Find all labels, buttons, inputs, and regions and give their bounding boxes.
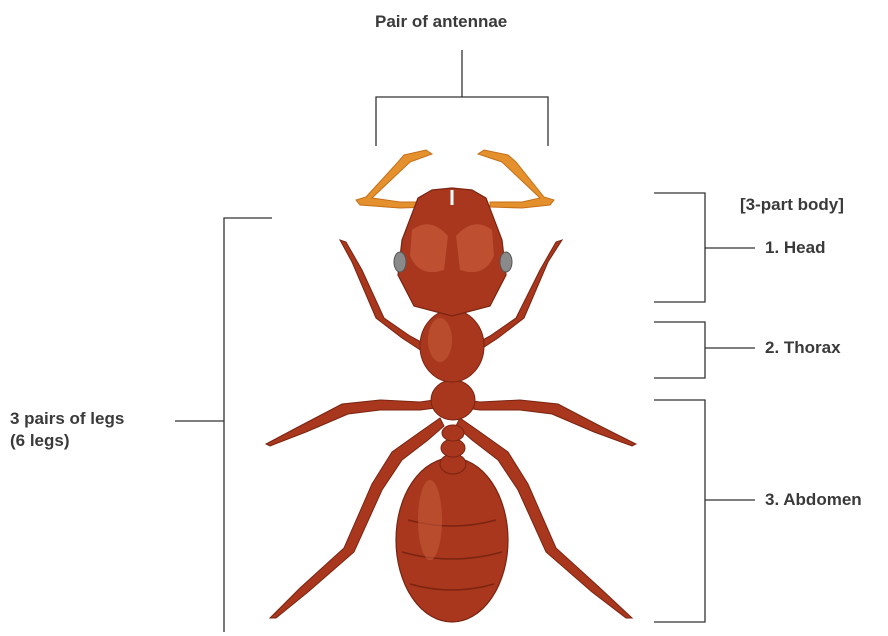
label-antennae: Pair of antennae: [375, 11, 507, 33]
label-head: 1. Head: [765, 237, 825, 259]
antennae-bracket: [376, 97, 548, 146]
label-thorax: 2. Thorax: [765, 337, 841, 359]
abdomen-bracket: [654, 400, 705, 622]
head-bracket: [654, 193, 705, 302]
label-abdomen: 3. Abdomen: [765, 489, 862, 511]
eye-left: [394, 252, 406, 272]
eye-right: [500, 252, 512, 272]
label-body-header: [3-part body]: [740, 194, 844, 216]
petiole-node-1: [442, 425, 464, 441]
label-legs-line2: (6 legs): [10, 430, 70, 452]
label-legs-line1: 3 pairs of legs: [10, 408, 124, 430]
abdomen: [396, 458, 508, 622]
thorax-rear: [431, 380, 475, 420]
legs-bracket: [224, 218, 272, 632]
petiole-node-2: [441, 439, 465, 457]
antenna-right: [478, 150, 554, 208]
thorax-bracket: [654, 322, 705, 378]
